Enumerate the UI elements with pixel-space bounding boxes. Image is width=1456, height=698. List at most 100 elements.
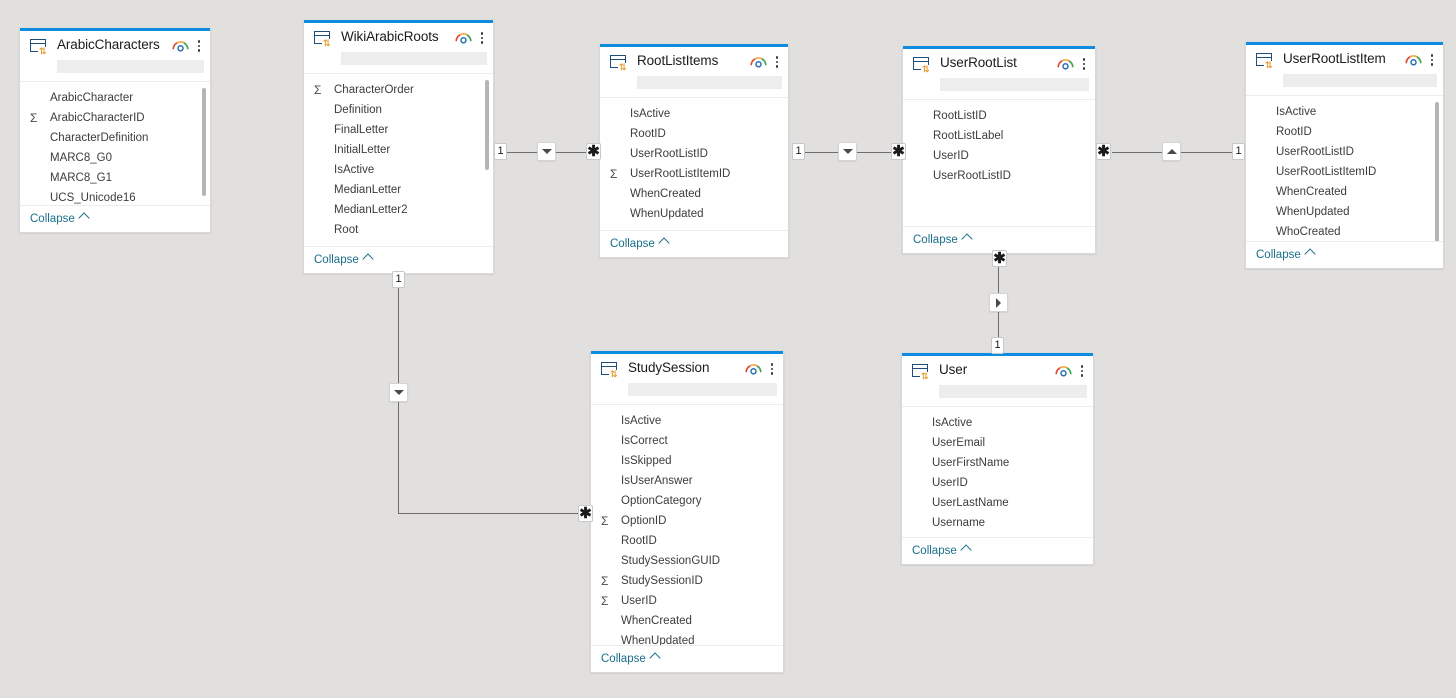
field-row[interactable]: ΣUsername: [902, 513, 1093, 533]
field-row[interactable]: ΣUserRootListID: [903, 166, 1095, 186]
field-row[interactable]: ΣUserRootListID: [600, 144, 788, 164]
table-name: ArabicCharacters: [57, 37, 160, 52]
preview-eye-icon[interactable]: [1054, 365, 1072, 377]
more-options-icon[interactable]: [769, 362, 776, 376]
field-list-scrollbar[interactable]: [202, 88, 206, 196]
collapse-button[interactable]: Collapse: [610, 237, 670, 250]
field-row[interactable]: ΣFinalLetter: [304, 120, 493, 140]
field-row[interactable]: ΣWhenUpdated: [1246, 202, 1443, 222]
collapse-button[interactable]: Collapse: [30, 212, 90, 225]
field-icon-spacer: Σ: [601, 615, 619, 627]
triangle-down-icon: [393, 390, 404, 395]
field-icon-spacer: Σ: [314, 124, 332, 136]
field-icon-spacer: Σ: [913, 150, 931, 162]
card-accent-bar: [20, 28, 210, 31]
collapse-button[interactable]: Collapse: [601, 652, 661, 665]
field-name: RootListID: [933, 110, 987, 122]
field-row[interactable]: ΣRootID: [1246, 122, 1443, 142]
field-row[interactable]: ΣIsActive: [1246, 102, 1443, 122]
field-row[interactable]: ΣUserLastName: [902, 493, 1093, 513]
field-row[interactable]: Σ UserRootListItemID: [600, 164, 788, 184]
chevron-up-icon: [78, 212, 90, 224]
field-row[interactable]: ΣMedianLetter2: [304, 200, 493, 220]
table-subtitle-redacted: [628, 383, 777, 396]
field-list-scrollbar[interactable]: [1435, 102, 1439, 241]
more-options-icon[interactable]: [479, 31, 486, 45]
field-row[interactable]: ΣMARC8_G0: [20, 148, 210, 168]
field-name: UserLastName: [932, 497, 1009, 509]
field-row[interactable]: ΣUserRootListID: [1246, 142, 1443, 162]
collapse-label: Collapse: [601, 653, 646, 665]
field-row[interactable]: ΣMARC8_G1: [20, 168, 210, 188]
field-row[interactable]: ΣDefinition: [304, 100, 493, 120]
field-row[interactable]: ΣIsActive: [902, 413, 1093, 433]
preview-eye-icon[interactable]: [744, 363, 762, 375]
preview-eye-icon[interactable]: [1056, 58, 1074, 70]
field-row[interactable]: ΣIsUserAnswer: [591, 471, 783, 491]
field-row[interactable]: ΣUCS_Unicode16: [20, 188, 210, 205]
field-row[interactable]: ΣRoot: [304, 220, 493, 240]
preview-eye-icon[interactable]: [749, 56, 767, 68]
table-name: UserRootList: [940, 55, 1017, 70]
field-row[interactable]: ΣStudySessionGUID: [591, 551, 783, 571]
relationship-direction-button[interactable]: [989, 293, 1008, 312]
relationship-direction-button[interactable]: [838, 142, 857, 161]
dot: [1082, 62, 1085, 65]
field-icon-spacer: Σ: [314, 224, 332, 236]
field-row[interactable]: ΣWhenCreated: [1246, 182, 1443, 202]
more-options-icon[interactable]: [1429, 53, 1436, 67]
dot: [480, 32, 483, 35]
field-row[interactable]: ΣCharacterDefinition: [20, 128, 210, 148]
field-name: UserRootListItemID: [630, 168, 731, 180]
preview-eye-icon[interactable]: [454, 32, 472, 44]
field-row[interactable]: ΣRootListLabel: [903, 126, 1095, 146]
field-row[interactable]: ΣIsActive: [600, 104, 788, 124]
collapse-button[interactable]: Collapse: [913, 233, 973, 246]
field-icon-spacer: Σ: [610, 108, 628, 120]
field-row[interactable]: ΣWhenUpdated: [600, 204, 788, 224]
field-row[interactable]: ΣRootID: [591, 531, 783, 551]
more-options-icon[interactable]: [196, 39, 203, 53]
field-row[interactable]: ΣWhenUpdated: [591, 631, 783, 645]
collapse-button[interactable]: Collapse: [1256, 248, 1316, 261]
relationship-direction-button[interactable]: [537, 142, 556, 161]
collapse-button[interactable]: Collapse: [912, 544, 972, 557]
field-row[interactable]: ΣRootListID: [903, 106, 1095, 126]
field-row[interactable]: ΣWhenCreated: [591, 611, 783, 631]
more-options-icon[interactable]: [1081, 57, 1088, 71]
field-row[interactable]: ΣUserEmail: [902, 433, 1093, 453]
dot: [480, 41, 483, 44]
field-row[interactable]: ΣUserFirstName: [902, 453, 1093, 473]
more-options-icon[interactable]: [774, 55, 781, 69]
field-row[interactable]: ΣRootID: [600, 124, 788, 144]
field-name: IsActive: [1276, 106, 1317, 118]
collapse-button[interactable]: Collapse: [314, 253, 374, 266]
field-icon-spacer: Σ: [601, 455, 619, 467]
field-row[interactable]: ΣOptionCategory: [591, 491, 783, 511]
field-row[interactable]: ΣWhoCreated: [1246, 222, 1443, 241]
field-list-scrollbar[interactable]: [485, 80, 489, 170]
preview-eye-icon[interactable]: [171, 40, 189, 52]
preview-eye-icon[interactable]: [1404, 54, 1422, 66]
field-row[interactable]: ΣIsSkipped: [591, 451, 783, 471]
field-row[interactable]: ΣMedianLetter: [304, 180, 493, 200]
field-row[interactable]: ΣIsCorrect: [591, 431, 783, 451]
field-row[interactable]: ΣIsActive: [591, 411, 783, 431]
field-name: UserRootListID: [1276, 146, 1354, 158]
numeric-sigma-icon: Σ: [610, 167, 618, 181]
field-row[interactable]: ΣIsActive: [304, 160, 493, 180]
relationship-direction-button[interactable]: [389, 383, 408, 402]
relationship-direction-button[interactable]: [1162, 142, 1181, 161]
more-options-icon[interactable]: [1079, 364, 1086, 378]
field-row[interactable]: ΣWhenCreated: [600, 184, 788, 204]
field-row[interactable]: ΣInitialLetter: [304, 140, 493, 160]
